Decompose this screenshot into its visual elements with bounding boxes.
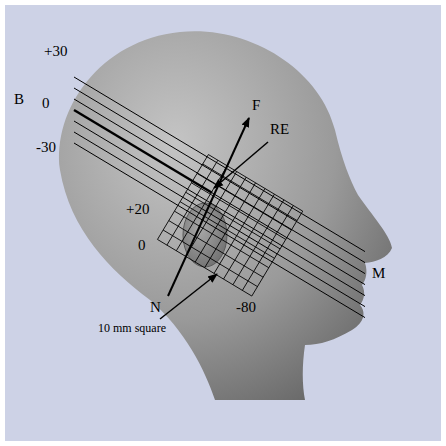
angle-label: 0 — [42, 96, 50, 111]
background — [5, 5, 441, 441]
head — [59, 31, 392, 400]
axis-label: N — [150, 300, 161, 315]
grid-label: -80 — [236, 300, 256, 315]
point-label: M — [372, 266, 385, 281]
dimension-label: 10 mm square — [98, 322, 166, 334]
angle-label: -30 — [36, 140, 56, 155]
angle-label: +30 — [44, 44, 67, 59]
point-label: RE — [270, 122, 289, 137]
grid — [157, 155, 302, 296]
point-label: B — [14, 92, 24, 107]
axis-label: F — [252, 98, 260, 113]
grid-label: 0 — [138, 238, 146, 253]
scan-lines — [74, 77, 365, 318]
pointer-arrow — [214, 142, 268, 188]
grid-label: +20 — [126, 202, 149, 217]
axis-arrow — [168, 118, 249, 296]
pointer-arrow — [160, 274, 217, 319]
